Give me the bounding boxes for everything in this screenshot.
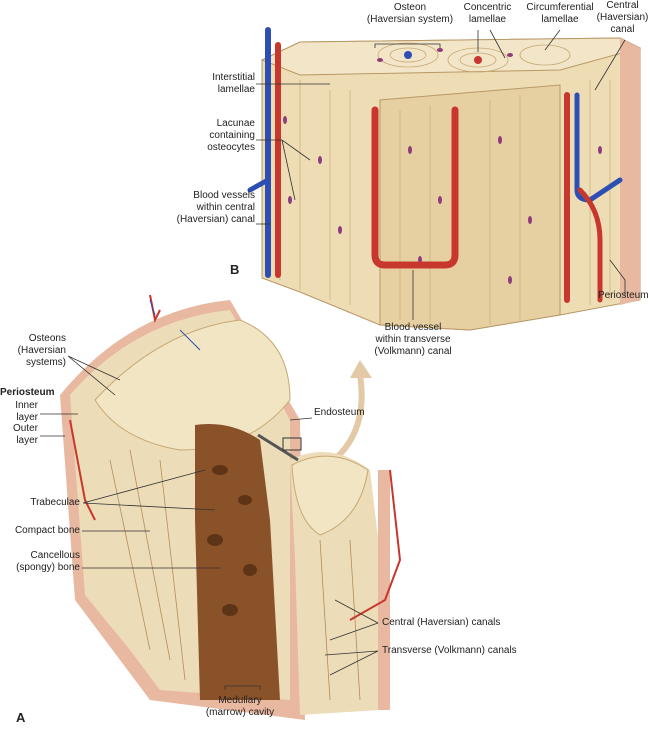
probe-icon: [257, 433, 299, 462]
label-circumferential-lamellae: Circumferential lamellae: [526, 2, 594, 25]
label-compact-bone: Compact bone: [14, 525, 80, 536]
label-central-canal: Central (Haversian) canal: [596, 0, 649, 35]
compact-bone-block: [260, 37, 642, 331]
label-medullary-cavity: Medullary (marrow) cavity: [205, 695, 275, 718]
label-periosteum-a: Periosteum: [0, 387, 55, 398]
enlargement-box: [282, 437, 302, 451]
panel-a-letter: A: [16, 710, 26, 725]
label-trabeculae: Trabeculae: [30, 497, 80, 508]
label-endosteum: Endosteum: [314, 407, 365, 418]
arrowhead-icon: [350, 360, 372, 378]
label-central-canals: Central (Haversian) canals: [382, 617, 501, 628]
panel-b-letter: B: [230, 262, 240, 277]
label-lacunae: Lacunae containing osteocytes: [207, 118, 255, 153]
label-transverse-canals: Transverse (Volkmann) canals: [382, 645, 517, 656]
label-periosteum-b: Periosteum: [598, 290, 649, 301]
label-osteons: Osteons (Haversian systems): [17, 333, 66, 368]
label-volkmann-vessel: Blood vessel within transverse (Volkmann…: [374, 322, 452, 357]
label-outer-layer: Outer layer: [12, 423, 38, 446]
label-inner-layer: Inner layer: [15, 400, 38, 423]
label-interstitial-lamellae: Interstitial lamellae: [212, 72, 255, 95]
haversian-vessels: [247, 27, 623, 303]
label-osteon: Osteon (Haversian system): [366, 2, 454, 25]
label-cancellous-bone: Cancellous (spongy) bone: [16, 550, 80, 573]
long-bone-section: [60, 294, 402, 720]
label-blood-vessels-central-canal: Blood vessels within central (Haversian)…: [176, 190, 255, 225]
leader-lines: [40, 29, 626, 690]
label-concentric-lamellae: Concentric lamellae: [463, 2, 512, 25]
